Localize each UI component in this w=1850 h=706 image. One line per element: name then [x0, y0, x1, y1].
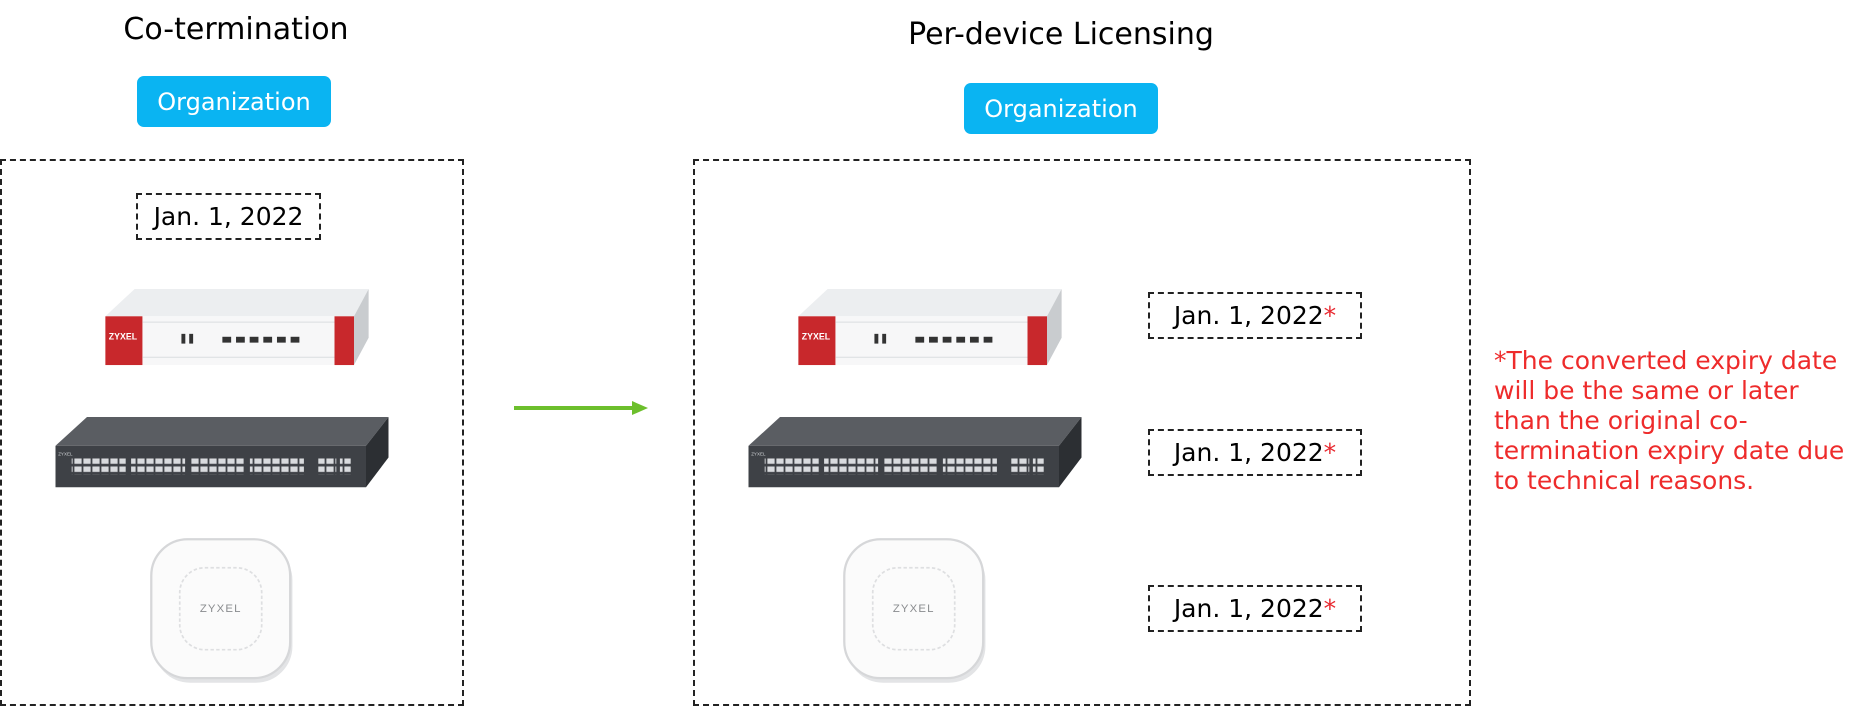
- access-point-icon: [147, 537, 299, 685]
- date-text: Jan. 1, 2022: [1173, 594, 1324, 623]
- firewall-device-icon: [797, 289, 1063, 367]
- access-point-icon: [840, 537, 992, 685]
- network-switch-icon: [39, 417, 405, 489]
- date-text: Jan. 1, 2022: [1173, 438, 1324, 467]
- network-switch-icon: [732, 417, 1098, 489]
- organization-badge-right: Organization: [964, 83, 1158, 134]
- device-expiry-date-firewall: Jan. 1, 2022*: [1148, 292, 1362, 339]
- device-expiry-date-switch: Jan. 1, 2022*: [1148, 429, 1362, 476]
- asterisk: *: [1323, 438, 1337, 467]
- shared-expiry-date: Jan. 1, 2022: [136, 193, 321, 240]
- date-text: Jan. 1, 2022: [1173, 301, 1324, 330]
- co-termination-title: Co-termination: [123, 12, 349, 47]
- expiry-footnote: *The converted expiry date will be the s…: [1494, 346, 1845, 495]
- asterisk: *: [1323, 301, 1337, 330]
- per-device-licensing-title: Per-device Licensing: [908, 17, 1214, 52]
- device-expiry-date-ap: Jan. 1, 2022*: [1148, 585, 1362, 632]
- asterisk: *: [1323, 594, 1337, 623]
- organization-badge-left: Organization: [137, 76, 331, 127]
- firewall-device-icon: [104, 289, 370, 367]
- arrow-right-icon: [514, 401, 648, 415]
